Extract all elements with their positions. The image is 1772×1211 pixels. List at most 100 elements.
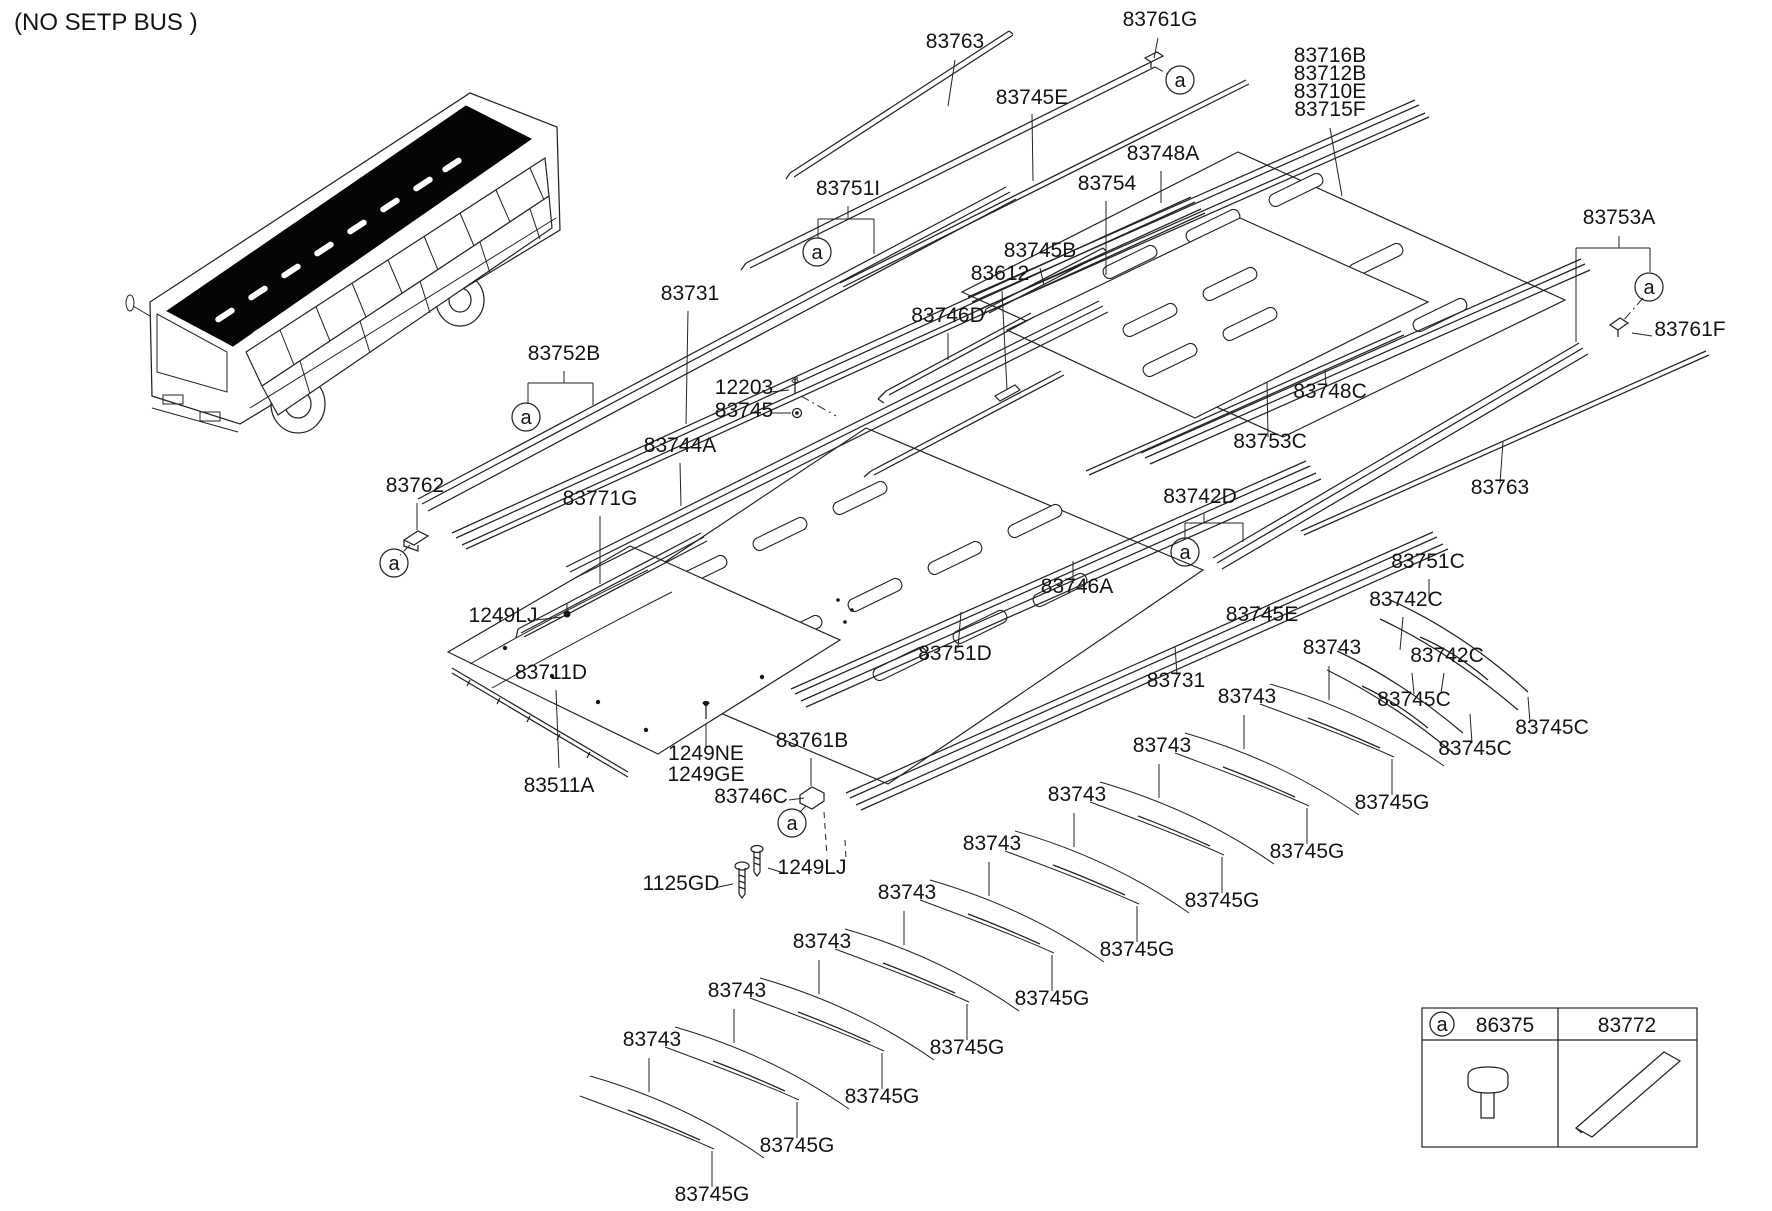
callout-letter: a bbox=[1174, 70, 1186, 92]
leader-dashdot bbox=[797, 805, 807, 815]
part-label-83745: 83745 bbox=[715, 399, 773, 422]
rail-83745E-top bbox=[839, 79, 1250, 288]
panel-dot bbox=[502, 645, 508, 651]
bus-illustration bbox=[125, 92, 561, 434]
rail-83771G bbox=[515, 532, 708, 639]
part-label-83746D: 83746D bbox=[911, 304, 985, 327]
arc-strip-emphasis bbox=[882, 962, 956, 994]
rail-83744A bbox=[565, 300, 1109, 579]
arc-strip-emphasis bbox=[1052, 864, 1126, 896]
part-label-83746A: 83746A bbox=[1041, 575, 1113, 598]
part-label-83511A: 83511A bbox=[524, 774, 595, 797]
arc-strip-emphasis bbox=[1137, 815, 1211, 847]
callout-letter: a bbox=[388, 553, 400, 575]
part-label-83745G: 83745G bbox=[1355, 791, 1430, 814]
arc-83745C bbox=[1379, 618, 1519, 711]
arc-strip-lower bbox=[1004, 850, 1140, 905]
callout-circle bbox=[1170, 537, 1200, 567]
part-label-83762: 83762 bbox=[386, 474, 444, 497]
leader-line bbox=[1174, 645, 1178, 676]
roof-panel-ribs bbox=[469, 569, 673, 689]
leader-line bbox=[1499, 441, 1504, 484]
rail-83746D bbox=[877, 312, 1035, 404]
bus-black-roof bbox=[166, 105, 532, 347]
part-label-83745G: 83745G bbox=[1015, 987, 1090, 1010]
leader-dashdot bbox=[1621, 297, 1644, 323]
part-label-83744A: 83744A bbox=[644, 434, 716, 457]
arc-strip-lower bbox=[664, 1046, 800, 1101]
leader-line bbox=[1469, 713, 1473, 744]
part-label-83746C: 83746C bbox=[714, 785, 788, 808]
callout-circle bbox=[379, 548, 409, 578]
callout-letter: a bbox=[811, 242, 823, 264]
rail-83612-carrier bbox=[863, 370, 1065, 478]
legend-ref-letter: a bbox=[1436, 1014, 1448, 1036]
rail-83763-top bbox=[785, 30, 1014, 180]
arc-83751C bbox=[1389, 599, 1529, 693]
legend-table: a 86375 83772 bbox=[1421, 1007, 1698, 1148]
bracket-83612 bbox=[994, 384, 1021, 402]
bus-headlight-right bbox=[199, 411, 221, 422]
part-label-83731: 83731 bbox=[661, 282, 719, 305]
part-label-1249LJ: 1249LJ bbox=[778, 856, 847, 879]
leader-line bbox=[1001, 290, 1008, 391]
rail-83748A bbox=[967, 99, 1430, 315]
part-label-83742C: 83742C bbox=[1410, 644, 1484, 667]
bus-mirror bbox=[125, 294, 135, 312]
part-label-83711D: 83711D bbox=[515, 661, 587, 684]
arc-strip-upper bbox=[674, 1026, 850, 1110]
part-label-83751I: 83751I bbox=[816, 177, 880, 200]
rail-83752B bbox=[417, 186, 1017, 512]
strip-83511A bbox=[451, 667, 629, 778]
part-label-83771G: 83771G bbox=[563, 487, 638, 510]
part-label-83716B: 83716B bbox=[1294, 44, 1366, 67]
leader-line bbox=[679, 462, 682, 507]
part-label-1249GE: 1249GE bbox=[667, 763, 744, 786]
callout-letter: a bbox=[520, 407, 532, 429]
callout-circle bbox=[511, 402, 541, 432]
part-label-83715F: 83715F bbox=[1294, 98, 1365, 121]
part-label-83742D: 83742D bbox=[1163, 485, 1237, 508]
leader-dashdot bbox=[399, 544, 411, 556]
part-label-12203: 12203 bbox=[715, 376, 773, 399]
panel-dot bbox=[836, 598, 840, 602]
diagram-title: (NO SETP BUS ) bbox=[14, 9, 198, 36]
bus-mirror-arm bbox=[132, 305, 151, 317]
clip-83762 bbox=[402, 530, 430, 552]
arc-strip-lower bbox=[1259, 703, 1395, 758]
legend-part-83772: 83772 bbox=[1598, 1014, 1656, 1037]
leader-dashdot bbox=[1154, 66, 1169, 75]
part-label-83745B: 83745B bbox=[1004, 239, 1076, 262]
callout-circle bbox=[777, 808, 807, 838]
part-label-83743: 83743 bbox=[878, 881, 936, 904]
callout-circle bbox=[1634, 272, 1664, 302]
arc-strip-upper bbox=[1184, 732, 1360, 816]
arc-strip-emphasis bbox=[797, 1011, 871, 1043]
screw-1249LJ bbox=[750, 844, 764, 878]
bus-headlight-left bbox=[162, 394, 184, 405]
legend-stud-icon bbox=[1467, 1066, 1509, 1119]
part-label-83763: 83763 bbox=[926, 30, 984, 53]
arc-strip-lower bbox=[834, 948, 970, 1003]
leader-line bbox=[1031, 113, 1034, 182]
leader-line bbox=[713, 883, 734, 889]
part-label-83742C: 83742C bbox=[1369, 588, 1443, 611]
leader-line bbox=[1324, 369, 1327, 388]
part-label-83763: 83763 bbox=[1471, 476, 1529, 499]
part-label-83743: 83743 bbox=[1133, 734, 1191, 757]
leader-line bbox=[555, 689, 560, 769]
part-label-83745G: 83745G bbox=[1270, 840, 1345, 863]
part-label-83745G: 83745G bbox=[845, 1085, 920, 1108]
legend-part-86375: 86375 bbox=[1476, 1014, 1534, 1037]
panel-dot bbox=[843, 620, 847, 624]
part-label-83745E: 83745E bbox=[996, 86, 1068, 109]
arc-83742C bbox=[1336, 650, 1464, 734]
rail-83731-lower bbox=[845, 531, 1449, 811]
leader-dashdot bbox=[800, 395, 837, 417]
leader-line bbox=[947, 59, 956, 107]
legend-grid bbox=[1422, 1008, 1697, 1147]
part-label-83745G: 83745G bbox=[1185, 889, 1260, 912]
part-label-83743: 83743 bbox=[1048, 783, 1106, 806]
